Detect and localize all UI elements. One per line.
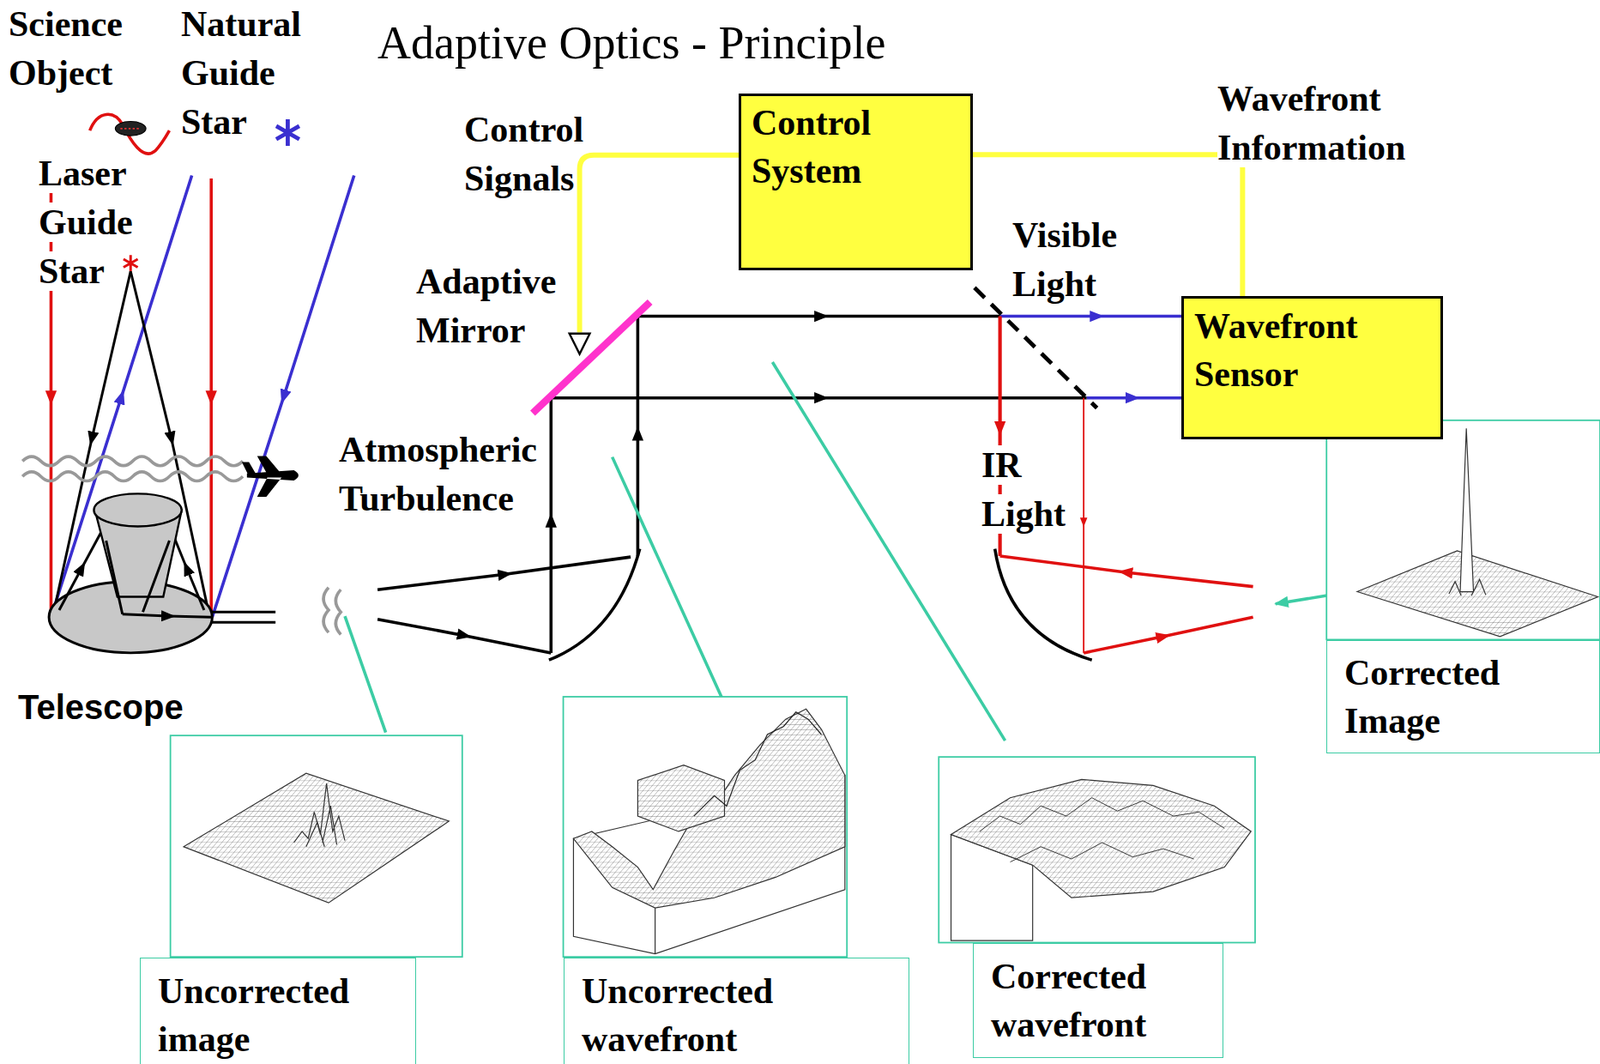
actuator-symbol bbox=[569, 333, 591, 355]
label-text: Laser Guide Star bbox=[38, 153, 133, 291]
annotation-label: Control Signals bbox=[464, 105, 608, 204]
ir-ray bbox=[1083, 616, 1253, 653]
label-text: Natural Guide Star bbox=[181, 4, 302, 142]
control-signal-line bbox=[579, 155, 740, 333]
secondary-mirror-top bbox=[93, 493, 182, 526]
plot-frame bbox=[170, 735, 463, 957]
natural-star-symbol bbox=[276, 119, 300, 146]
wavefront-surface bbox=[951, 778, 1252, 898]
annotation-label: Adaptive Mirror bbox=[416, 257, 574, 356]
wavefront-ridge bbox=[979, 797, 1225, 832]
visible-ray bbox=[1000, 314, 1183, 319]
turbulence-wave bbox=[22, 471, 243, 482]
ir-ray bbox=[1000, 555, 1254, 587]
galaxy-dots bbox=[120, 127, 141, 130]
telescope-ray bbox=[59, 530, 103, 610]
label-text: Wavefront Information bbox=[1217, 78, 1406, 168]
collimator-mirror bbox=[549, 549, 640, 661]
telescope-ray bbox=[171, 530, 205, 610]
annotation-label: Wavefront Information bbox=[1217, 74, 1437, 173]
node-text: Corrected wavefront bbox=[990, 952, 1196, 1049]
node-text: Uncorrected image bbox=[157, 966, 393, 1063]
node-text: Control System bbox=[751, 98, 920, 195]
node-text: Corrected Image bbox=[1344, 648, 1570, 745]
annotation-label: Atmospheric Turbulence bbox=[338, 425, 564, 524]
label-text: IR Light bbox=[981, 445, 1066, 534]
diagram-title: Adaptive Optics - Principle bbox=[377, 15, 886, 71]
beam-ray bbox=[550, 396, 1087, 400]
leader-line bbox=[772, 362, 1005, 741]
output-beam bbox=[211, 611, 276, 622]
plot-frame bbox=[938, 756, 1256, 942]
annotation-label: Laser Guide Star bbox=[38, 149, 151, 296]
laser-star-symbol bbox=[123, 254, 139, 272]
wavefront-ridge bbox=[1010, 842, 1195, 863]
beam-ray bbox=[549, 398, 553, 653]
wavefront-surface bbox=[573, 708, 845, 908]
annotation-label: IR Light bbox=[981, 440, 1084, 539]
node-text: Wavefront Sensor bbox=[1194, 301, 1404, 399]
airplane-icon bbox=[241, 455, 299, 497]
label-text: Adaptive Mirror bbox=[416, 261, 556, 351]
visible-ray bbox=[1086, 396, 1183, 400]
wavefront-ridge bbox=[694, 712, 822, 816]
science-ray bbox=[49, 178, 54, 616]
plot-frame bbox=[1326, 420, 1600, 640]
process-box: Wavefront Sensor bbox=[1181, 295, 1444, 440]
guide-star-ray bbox=[211, 175, 354, 617]
science-object-wave bbox=[90, 114, 170, 154]
caption-box: Uncorrected image bbox=[139, 957, 417, 1064]
beam-ray bbox=[377, 556, 631, 590]
beam-ray bbox=[377, 619, 551, 653]
beamsplitter bbox=[974, 287, 1098, 408]
block-edge bbox=[654, 907, 656, 954]
label-text: Visible Light bbox=[1012, 215, 1117, 304]
caption-box: Corrected Image bbox=[1326, 640, 1600, 754]
focus-symbol bbox=[323, 587, 341, 635]
annotation-label: Science Object bbox=[8, 0, 162, 98]
psf-spike bbox=[1460, 428, 1474, 592]
plot-frame bbox=[563, 696, 848, 957]
galaxy-symbol bbox=[114, 120, 146, 136]
psf-surface bbox=[183, 772, 449, 903]
turbulence-wave bbox=[22, 456, 243, 466]
psf-peak bbox=[294, 783, 345, 847]
node-text: Uncorrected wavefront bbox=[581, 966, 837, 1063]
label-text: Science Object bbox=[8, 4, 123, 93]
science-ray bbox=[209, 178, 213, 616]
process-box: Control System bbox=[738, 93, 973, 271]
caption-box: Uncorrected wavefront bbox=[563, 957, 910, 1064]
label-text: Telescope bbox=[18, 688, 184, 726]
leader-line bbox=[612, 457, 732, 720]
telescope-ray bbox=[106, 540, 170, 615]
psf-surface bbox=[1357, 550, 1599, 637]
telescope-ray bbox=[122, 614, 212, 618]
beam-ray bbox=[637, 314, 1000, 319]
psf-peak bbox=[1449, 579, 1486, 596]
leader-line bbox=[344, 615, 387, 733]
caption-box: Corrected wavefront bbox=[972, 942, 1224, 1058]
label-text: Atmospheric Turbulence bbox=[338, 429, 538, 519]
annotation-label: Telescope bbox=[18, 686, 273, 728]
ir-ray bbox=[1082, 398, 1085, 653]
annotation-label: Natural Guide Star bbox=[181, 0, 325, 147]
label-text: Control Signals bbox=[464, 109, 584, 199]
beam-ray bbox=[636, 313, 640, 556]
annotation-label: Visible Light bbox=[1012, 211, 1141, 309]
adaptive-mirror bbox=[532, 301, 651, 414]
